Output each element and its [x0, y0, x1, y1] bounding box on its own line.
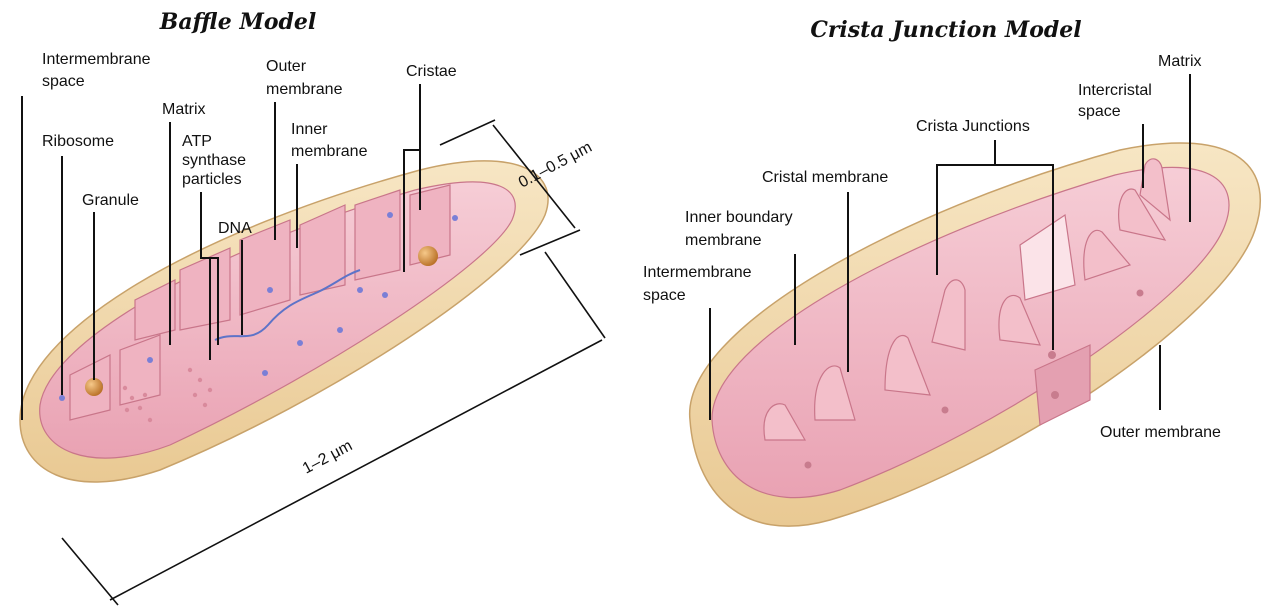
label-intermembrane-2: space [42, 73, 85, 90]
label-intercristal-2: space [1078, 103, 1121, 120]
label-junction-intermembrane-2: space [643, 287, 686, 304]
label-atp-2: synthase [182, 152, 246, 169]
granule-sphere [85, 378, 103, 396]
label-cristal-membrane: Cristal membrane [762, 169, 888, 186]
label-intercristal-1: Intercristal [1078, 82, 1152, 99]
label-granule: Granule [82, 192, 139, 209]
label-junction-matrix: Matrix [1158, 53, 1202, 70]
label-outer-2: membrane [266, 81, 343, 98]
junction-title: Crista Junction Model [810, 17, 1081, 43]
label-ribosome: Ribosome [42, 133, 114, 150]
label-inner-2: membrane [291, 143, 368, 160]
baffle-title: Baffle Model [159, 9, 316, 35]
label-atp-3: particles [182, 171, 242, 188]
baffle-model: Baffle Model [20, 9, 605, 605]
label-junction-intermembrane-1: Intermembrane [643, 264, 752, 281]
label-inner-boundary-2: membrane [685, 232, 762, 249]
label-dna: DNA [218, 220, 252, 237]
label-atp-1: ATP [182, 133, 212, 150]
label-inner-boundary-1: Inner boundary [685, 209, 793, 226]
granule-sphere-2 [418, 246, 438, 266]
junction-model: Crista Junction Model Matrix Intercrista… [643, 17, 1260, 526]
label-cristae: Cristae [406, 63, 457, 80]
label-inner-1: Inner [291, 121, 328, 138]
label-crista-junctions: Crista Junctions [916, 118, 1030, 135]
label-intermembrane-1: Intermembrane [42, 51, 151, 68]
label-outer-1: Outer [266, 58, 307, 75]
label-matrix: Matrix [162, 101, 206, 118]
label-width-dim: 0.1–0.5 μm [516, 139, 595, 192]
label-outer-membrane: Outer membrane [1100, 424, 1221, 441]
